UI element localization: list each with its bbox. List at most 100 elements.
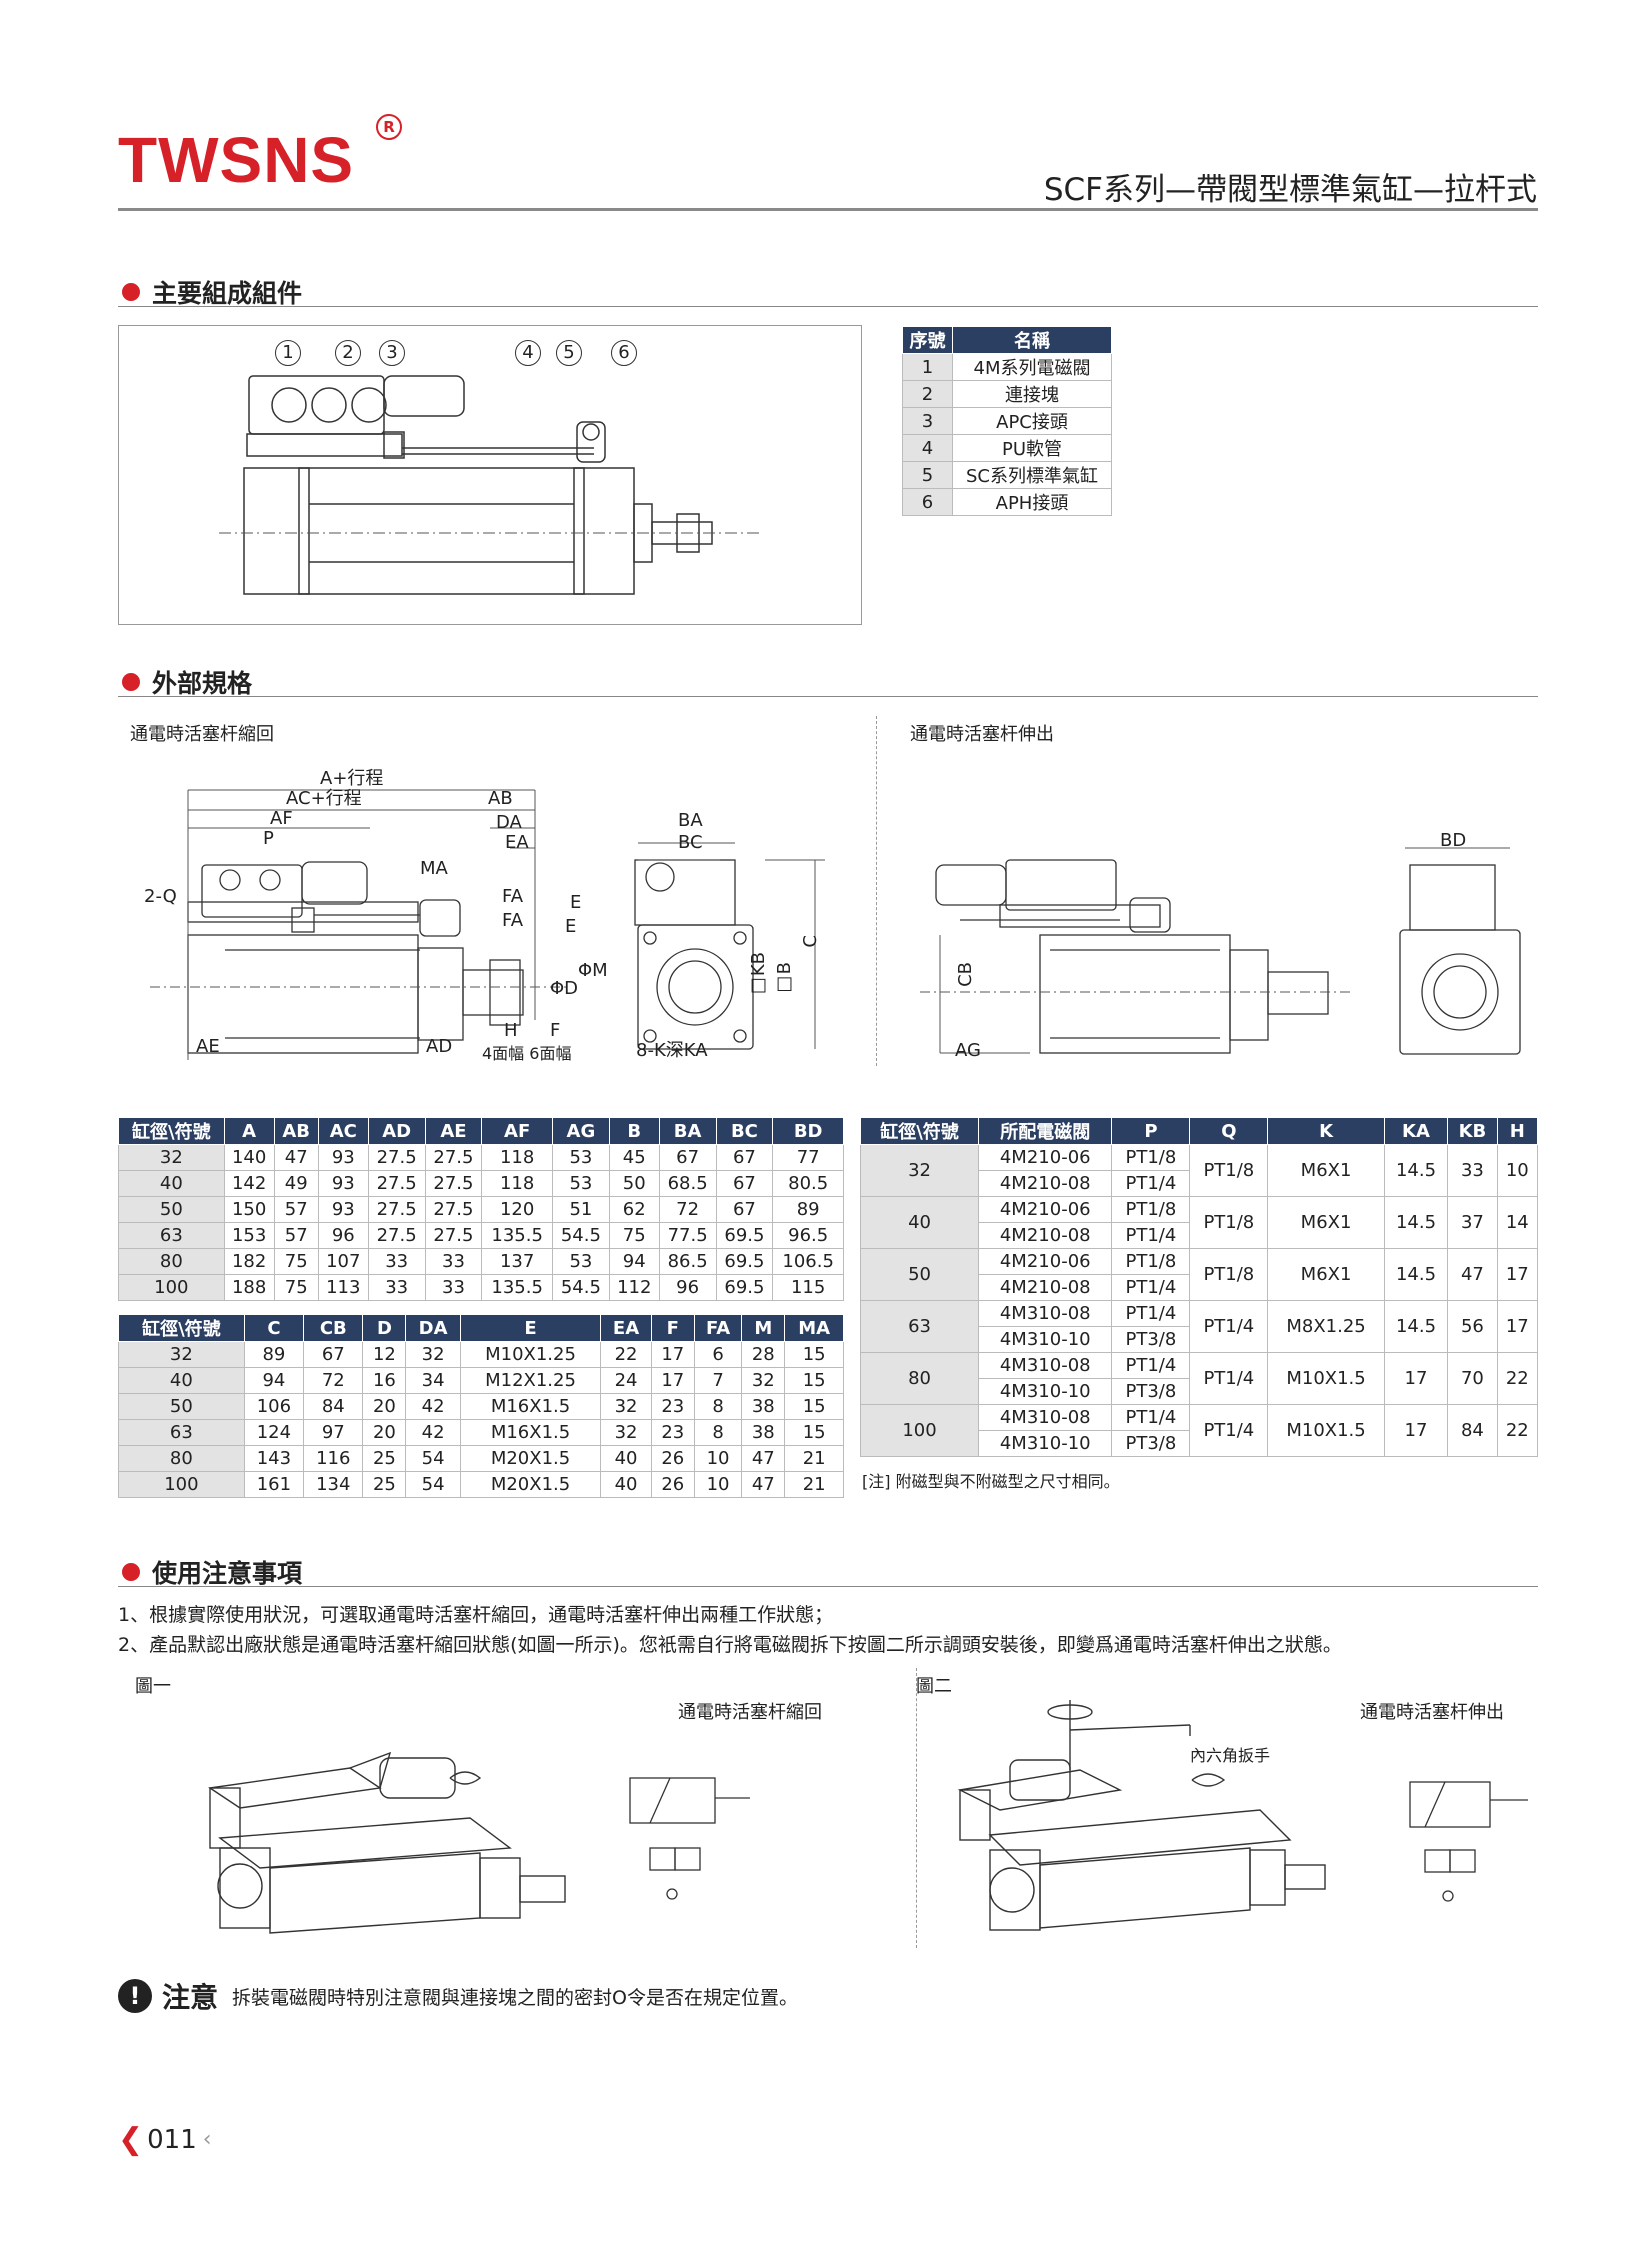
label-bc: BC xyxy=(678,832,703,853)
label-ag: AG xyxy=(955,1040,981,1061)
table-cell: 33 xyxy=(424,1248,483,1275)
table-cell: 10 xyxy=(693,1471,743,1498)
col-header: EA xyxy=(600,1314,652,1342)
label-fa: FA xyxy=(502,886,524,907)
table-cell: 106.5 xyxy=(772,1248,844,1275)
table-cell: 1 xyxy=(902,353,953,381)
valve-cell: 4M210-08 xyxy=(978,1274,1113,1301)
valve-cell: 4M310-10 xyxy=(978,1430,1113,1457)
callout-1: 1 xyxy=(275,340,301,366)
component-callouts: 1 2 3 4 5 6 xyxy=(275,340,835,370)
table-cell: 57 xyxy=(273,1196,319,1223)
bore-cell: 40 xyxy=(859,1196,980,1249)
table-cell: 69.5 xyxy=(715,1274,774,1301)
table-cell: 96 xyxy=(658,1274,717,1301)
hex-wrench-label: 內六角扳手 xyxy=(1190,1746,1271,1765)
label-kb: □KB xyxy=(748,952,769,998)
section-heading-external: 外部規格 xyxy=(122,664,252,700)
caution-title: 注意 xyxy=(162,1981,219,2014)
callout-3: 3 xyxy=(379,340,405,366)
section-title: 外部規格 xyxy=(152,669,253,698)
table-cell: 113 xyxy=(317,1274,369,1301)
table-cell: 20 xyxy=(362,1419,407,1446)
valve-cell: 4M310-08 xyxy=(978,1300,1113,1327)
table-cell: 53 xyxy=(551,1170,610,1197)
label-ba: BA xyxy=(678,810,703,831)
table-cell: 77.5 xyxy=(658,1222,717,1249)
col-header: AF xyxy=(481,1117,553,1145)
table-cell: 63 xyxy=(118,1419,245,1446)
label-q: 2-Q xyxy=(144,886,177,907)
caution-box: ! 注意 拆裝電磁閥時特別注意閥與連接塊之間的密封O令是否在規定位置。 xyxy=(118,1976,798,2016)
col-header: DA xyxy=(405,1314,461,1342)
ka-cell: 14.5 xyxy=(1383,1144,1449,1197)
table-cell: 150 xyxy=(223,1196,275,1223)
ka-cell: 14.5 xyxy=(1383,1248,1449,1301)
components-drawing xyxy=(118,325,862,625)
col-header: 缸徑\符號 xyxy=(118,1117,225,1145)
bullet-icon xyxy=(122,673,140,691)
col-header: 名稱 xyxy=(952,326,1112,354)
extend-dimension-drawing xyxy=(920,847,1521,1055)
h-cell: 14 xyxy=(1496,1196,1539,1249)
table-cell: 15 xyxy=(784,1419,844,1446)
table-cell: 107 xyxy=(317,1248,369,1275)
table-cell: 15 xyxy=(784,1367,844,1394)
table-cell: 69.5 xyxy=(715,1248,774,1275)
table-cell: 115 xyxy=(772,1274,844,1301)
port-cell: PT1/8 xyxy=(1111,1144,1191,1171)
col-header: F xyxy=(650,1314,695,1342)
label-k-ka: 8-K深KA xyxy=(636,1040,708,1061)
col-header: C xyxy=(243,1314,305,1342)
col-header: E xyxy=(459,1314,602,1342)
valve-cell: 4M210-08 xyxy=(978,1222,1113,1249)
table-cell: 188 xyxy=(223,1274,275,1301)
table-cell: 7 xyxy=(693,1367,743,1394)
registered-mark: R xyxy=(376,114,402,140)
table-cell: 27.5 xyxy=(367,1222,426,1249)
k-cell: M8X1.25 xyxy=(1267,1300,1385,1353)
table-cell: 32 xyxy=(405,1341,461,1368)
kb-cell: 56 xyxy=(1447,1300,1498,1353)
table-cell: 57 xyxy=(273,1222,319,1249)
table-cell: 23 xyxy=(650,1393,695,1420)
col-header: KA xyxy=(1383,1117,1449,1145)
table-cell: 27.5 xyxy=(424,1222,483,1249)
col-header: FA xyxy=(693,1314,743,1342)
valve-cell: 4M310-10 xyxy=(978,1378,1113,1405)
table-cell: 25 xyxy=(362,1471,407,1498)
table-cell: 27.5 xyxy=(367,1196,426,1223)
figure-1-drawing xyxy=(208,1751,750,1934)
port-cell: PT1/4 xyxy=(1111,1222,1191,1249)
col-header: BC xyxy=(715,1117,774,1145)
table-cell: 80 xyxy=(118,1445,245,1472)
extend-title: 通電時活塞杆伸出 xyxy=(910,724,1054,745)
col-header: AD xyxy=(367,1117,426,1145)
col-header: D xyxy=(362,1314,407,1342)
table-cell: 47 xyxy=(741,1445,786,1472)
fig1-label: 圖一 xyxy=(135,1676,171,1697)
table-cell: 51 xyxy=(551,1196,610,1223)
q-cell: PT1/8 xyxy=(1189,1248,1269,1301)
callout-5: 5 xyxy=(556,340,582,366)
valve-cell: 4M310-08 xyxy=(978,1352,1113,1379)
table-cell: 137 xyxy=(481,1248,553,1275)
table-cell: 38 xyxy=(741,1393,786,1420)
q-cell: PT1/4 xyxy=(1189,1404,1269,1457)
callout-4: 4 xyxy=(515,340,541,366)
table-cell: 67 xyxy=(303,1341,364,1368)
table-cell: 42 xyxy=(405,1419,461,1446)
table-cell: 116 xyxy=(303,1445,364,1472)
